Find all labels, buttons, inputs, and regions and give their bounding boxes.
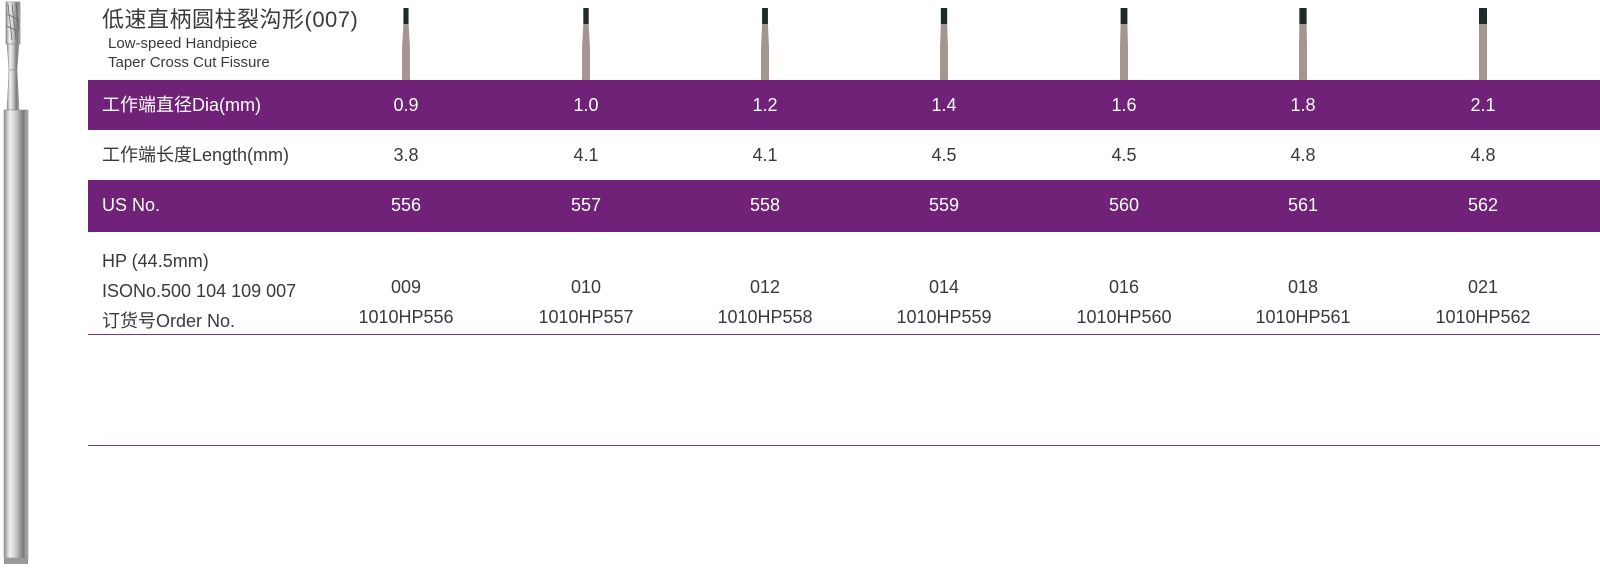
length-value: 4.5 [931,145,957,165]
iso-value: 012 [749,277,781,297]
bur-thumbnail [1479,8,1487,80]
iso-value: 014 [928,277,960,297]
bur-head [1120,8,1128,24]
bur-head [1479,8,1487,24]
order-number-value: 1010HP561 [1255,307,1351,327]
bur-neck [402,24,410,48]
bur-neck [1299,24,1307,48]
bur-shank [1299,48,1307,80]
length-value: 4.1 [573,145,599,165]
diameter-label: 工作端直径Dia(mm) [102,95,261,115]
length-value: 4.5 [1111,145,1137,165]
bur-neck [582,24,590,48]
bur-neck [761,24,769,48]
bur-thumbnail [940,8,948,80]
bur-shank [1120,48,1128,80]
diameter-value: 1.6 [1111,95,1137,115]
bur-neck [1479,24,1487,48]
bur-product-image [3,1,29,564]
iso-value: 016 [1108,277,1140,297]
bur-head [762,8,768,24]
bur-thumbnail [761,8,769,80]
iso-value: 018 [1287,277,1319,297]
diameter-value: 1.2 [752,95,778,115]
bur-head [403,8,409,24]
us-number-value: 557 [570,195,602,215]
diameter-value: 1.0 [573,95,599,115]
length-label: 工作端长度Length(mm) [102,145,290,165]
bur-head [940,8,948,24]
table-bottom-divider [88,445,1600,446]
order-number-value: 1010HP558 [717,307,813,327]
diameter-value: 0.9 [393,95,419,115]
iso-label: ISONo.500 104 109 007 [102,281,297,301]
bur-thumbnails [0,8,1600,80]
title-english-line2: Taper Cross Cut Fissure [108,54,270,71]
iso-value: 009 [390,277,422,297]
bur-neck [940,24,948,48]
title-english-line1: Low-speed Handpiece [108,35,258,52]
diameter-value: 1.8 [1290,95,1316,115]
length-value: 3.8 [393,145,419,165]
us-number-label: US No. [102,195,161,215]
bur-shank [761,48,769,80]
diameter-value: 1.4 [931,95,957,115]
order-number-label: 订货号Order No. [102,311,236,331]
title-chinese: 低速直柄圆柱裂沟形(007) [102,7,359,32]
order-info-row: HP (44.5mm) ISONo.500 104 109 007 订货号Ord… [88,232,1600,340]
length-row: 工作端长度Length(mm) 3.8 4.1 4.1 4.5 4.5 4.8 4.8 [88,130,1600,180]
length-value: 4.8 [1290,145,1316,165]
product-title-block: 低速直柄圆柱裂沟形(007) Low-speed Handpiece Taper… [102,6,358,72]
us-number-row: US No. 556 557 558 559 560 561 562 [88,180,1600,232]
table-divider [88,334,1600,335]
order-number-value: 1010HP560 [1076,307,1172,327]
bur-head [1299,8,1307,24]
order-info-labels: HP (44.5mm) ISONo.500 104 109 007 订货号Ord… [102,246,296,336]
us-number-value: 561 [1287,195,1319,215]
us-number-value: 559 [928,195,960,215]
bur-shank [1479,48,1487,80]
bur-shank [582,48,590,80]
diameter-row: 工作端直径Dia(mm) 0.9 1.0 1.2 1.4 1.6 1.8 2.1 [88,80,1600,130]
order-number-value: 1010HP559 [896,307,992,327]
us-number-value: 556 [390,195,422,215]
bur-thumbnail [402,8,410,80]
us-number-value: 558 [749,195,781,215]
length-value: 4.1 [752,145,778,165]
order-number-value: 1010HP557 [538,307,634,327]
bur-shank [402,48,410,80]
diameter-value: 2.1 [1470,95,1496,115]
order-number-value: 1010HP556 [358,307,454,327]
iso-value: 010 [570,277,602,297]
iso-value: 021 [1467,277,1499,297]
bur-thumbnail [1299,8,1307,80]
hp-label: HP (44.5mm) [102,251,209,271]
bur-shank [940,48,948,80]
order-number-value: 1010HP562 [1435,307,1531,327]
bur-head [583,8,589,24]
bur-thumbnail [1120,8,1128,80]
bur-neck [1120,24,1128,48]
bur-thumbnail [582,8,590,80]
us-number-value: 560 [1108,195,1140,215]
us-number-value: 562 [1467,195,1499,215]
length-value: 4.8 [1470,145,1496,165]
